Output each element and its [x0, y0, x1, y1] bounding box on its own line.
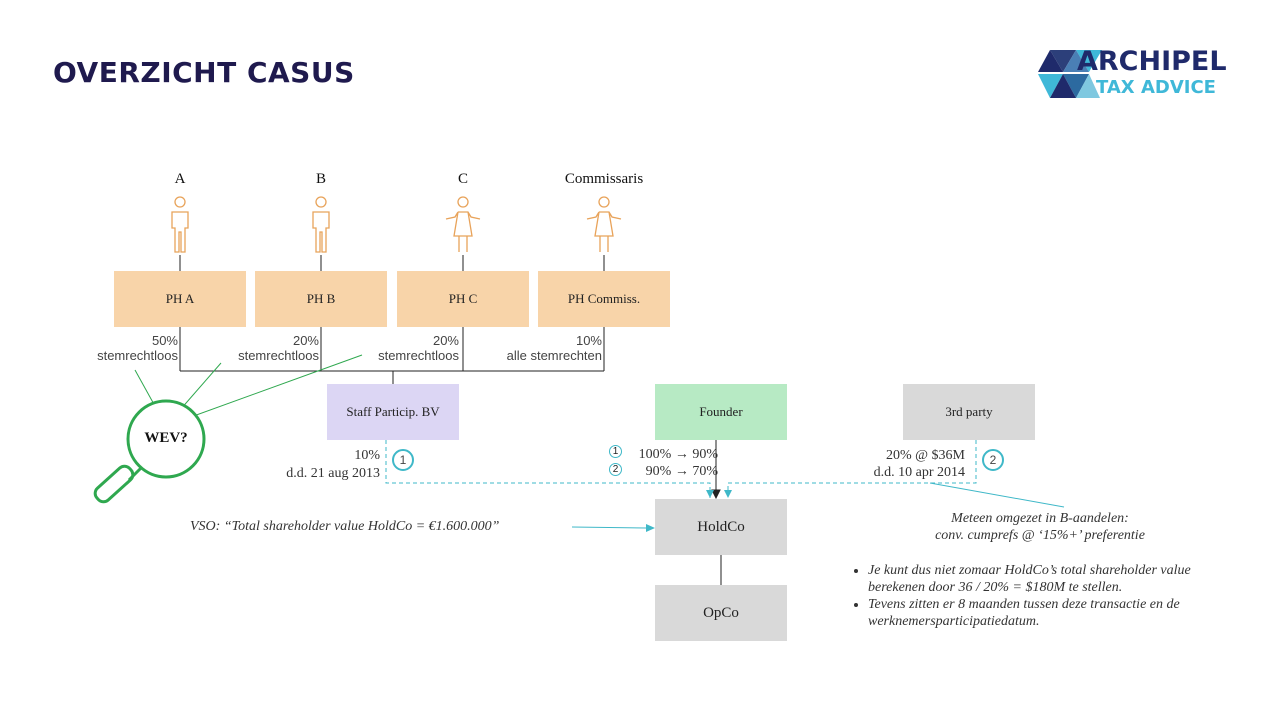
- opco-box: OpCo: [655, 585, 787, 641]
- person-label-b: B: [315, 171, 326, 187]
- founder-share-label: 100% → 90%90% → 70%: [638, 447, 718, 479]
- founder-box: Founder: [655, 384, 787, 440]
- ph-b-box: PH B: [255, 271, 387, 327]
- vso-note: VSO: “Total shareholder value HoldCo = €…: [190, 519, 500, 534]
- staff-share-label: 10%d.d. 21 aug 2013: [286, 448, 380, 481]
- ph-commiss-share: 10%alle stemrechten: [506, 333, 602, 363]
- step-badge-2: 2: [982, 449, 1004, 471]
- logo-sub-text: TAX ADVICE: [1096, 77, 1216, 98]
- ph-commiss-box: PH Commiss.: [538, 271, 670, 327]
- magnifier-icon: [93, 354, 363, 504]
- ph-c-box: PH C: [397, 271, 529, 327]
- wev-label: WEV?: [144, 430, 188, 446]
- note-item: Je kunt dus niet zomaar HoldCo’s total s…: [868, 562, 1240, 596]
- conversion-note: Meteen omgezet in B-aandelen:conv. cumpr…: [935, 511, 1145, 543]
- person-commissaris-icon: [586, 196, 622, 252]
- ph-b-share: 20%stemrechtloos: [238, 333, 319, 363]
- third-party-box: 3rd party: [903, 384, 1035, 440]
- ph-a-share: 50%stemrechtloos: [97, 333, 178, 363]
- step-badge-1: 1: [392, 449, 414, 471]
- step-badge-founder-1: 1: [609, 445, 622, 458]
- person-a-icon: [171, 196, 189, 253]
- ph-a-box: PH A: [114, 271, 246, 327]
- archipel-logo-icon: [1038, 50, 1102, 98]
- step-badge-founder-2: 2: [609, 463, 622, 476]
- page-title: OVERZICHT CASUS: [53, 56, 355, 89]
- person-c-icon: [445, 196, 481, 252]
- holdco-box: HoldCo: [655, 499, 787, 555]
- logo-main-text: ARCHIPEL: [1077, 46, 1227, 77]
- person-label-a: A: [174, 171, 186, 187]
- person-b-icon: [312, 196, 330, 253]
- staff-particip-box: Staff Particip. BV: [327, 384, 459, 440]
- person-label-c: C: [457, 171, 468, 187]
- person-label-commissaris: Commissaris: [564, 171, 644, 187]
- notes-list: Je kunt dus niet zomaar HoldCo’s total s…: [850, 562, 1240, 630]
- ph-c-share: 20%stemrechtloos: [378, 333, 459, 363]
- note-item: Tevens zitten er 8 maanden tussen deze t…: [868, 596, 1240, 630]
